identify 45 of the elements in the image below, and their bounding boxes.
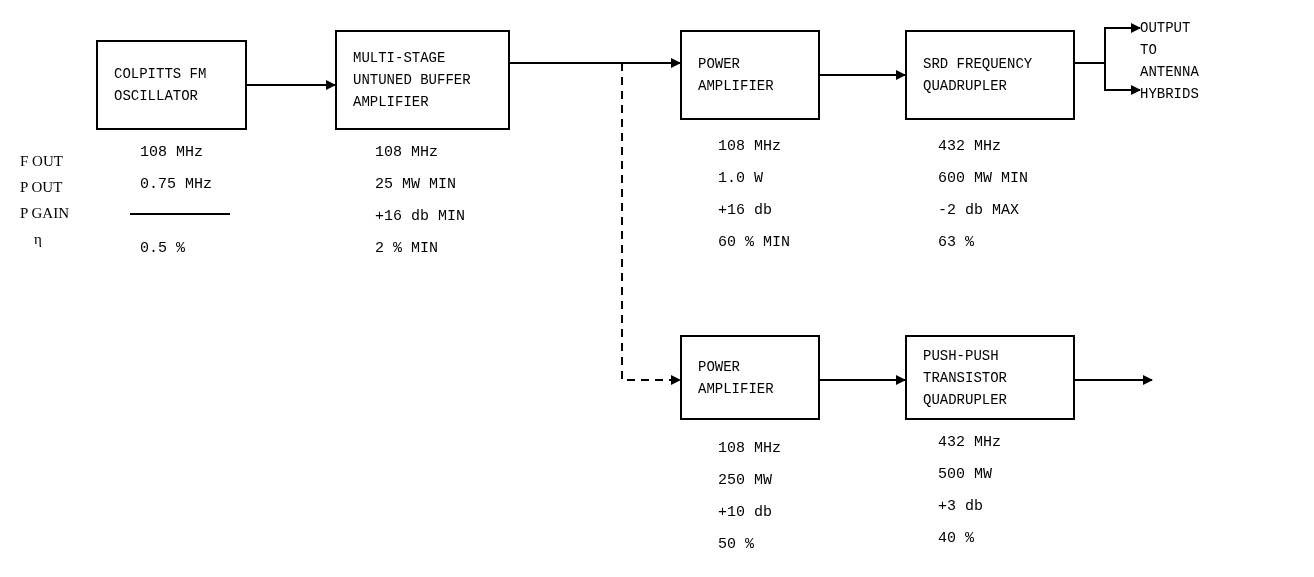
row-label: P OUT — [20, 178, 63, 197]
value-text: 60 % MIN — [718, 233, 790, 253]
value-text: +3 db — [938, 497, 983, 517]
value-text: 108 MHz — [718, 439, 781, 459]
value-text: 250 MW — [718, 471, 772, 491]
value-text: 0.75 MHz — [140, 175, 212, 195]
arrow — [819, 70, 906, 80]
row-label: η — [34, 230, 42, 249]
value-text: 25 MW MIN — [375, 175, 456, 195]
arrow — [246, 80, 336, 90]
value-text: 1.0 W — [718, 169, 763, 189]
value-text: +16 db — [718, 201, 772, 221]
block-label: POWER AMPLIFIER — [698, 357, 775, 399]
value-text: +10 db — [718, 503, 772, 523]
row-label: F OUT — [20, 152, 63, 171]
block-label: MULTI-STAGE UNTUNED BUFFER AMPLIFIER — [353, 49, 472, 112]
value-text: 63 % — [938, 233, 974, 253]
block-label: SRD FREQUENCY QUADRUPLER — [923, 55, 1034, 96]
value-text: 0.5 % — [140, 239, 185, 259]
arrow — [1074, 375, 1153, 385]
block-box — [680, 335, 820, 420]
row-label: P GAIN — [20, 204, 70, 223]
block-box — [680, 30, 820, 120]
arrow — [819, 375, 906, 385]
value-text: 108 MHz — [375, 143, 438, 163]
value-text: 600 MW MIN — [938, 169, 1028, 189]
value-text: 2 % MIN — [375, 239, 438, 259]
arrow — [1074, 62, 1141, 95]
value-text: 108 MHz — [140, 143, 203, 163]
value-text: 108 MHz — [718, 137, 781, 157]
block-box — [335, 30, 510, 130]
block-box — [96, 40, 247, 130]
value-text: +16 db MIN — [375, 207, 465, 227]
block-label: COLPITTS FM OSCILLATOR — [114, 65, 208, 106]
value-text: 40 % — [938, 529, 974, 549]
value-text: 432 MHz — [938, 137, 1001, 157]
value-text: -2 db MAX — [938, 201, 1019, 221]
value-text: 432 MHz — [938, 433, 1001, 453]
block-box — [905, 335, 1075, 420]
block-box — [905, 30, 1075, 120]
value-text: 500 MW — [938, 465, 992, 485]
value-text: 50 % — [718, 535, 754, 555]
block-label: POWER AMPLIFIER — [698, 55, 775, 96]
block-label: PUSH-PUSH TRANSISTOR QUADRUPLER — [923, 346, 1008, 410]
block-label: OUTPUT TO ANTENNA HYBRIDS — [1140, 19, 1200, 104]
